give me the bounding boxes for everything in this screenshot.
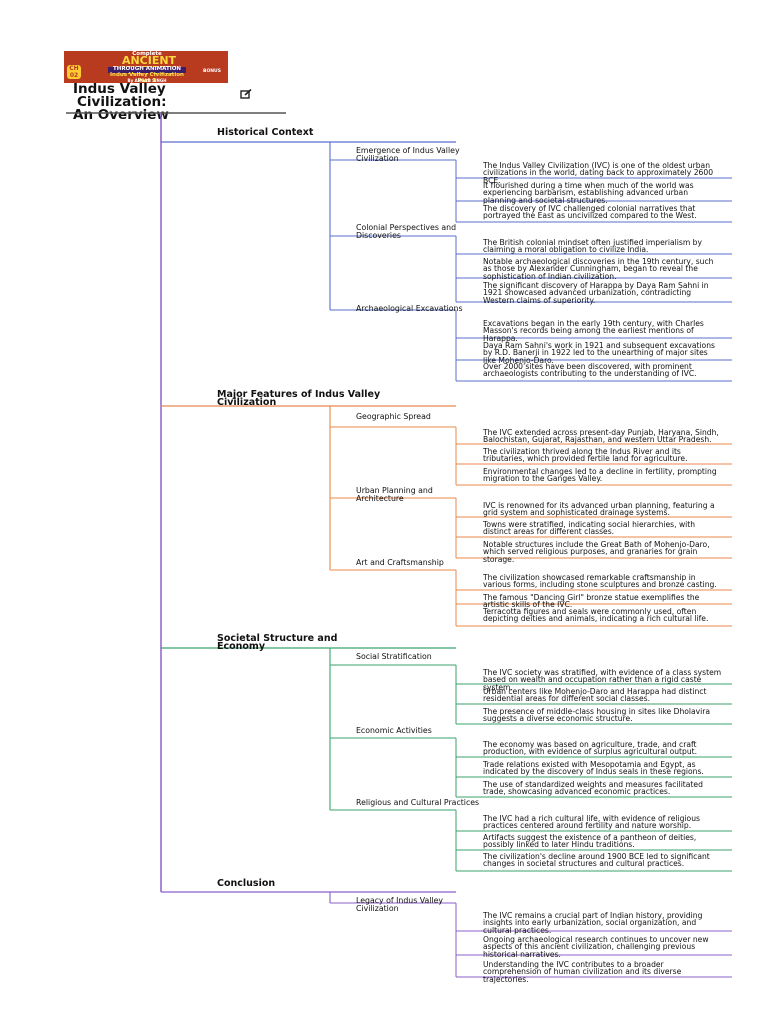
- leaf-note: The presence of middle-class housing in …: [483, 708, 723, 723]
- leaf-note: Over 2000 sites have been discovered, wi…: [483, 363, 723, 378]
- section-title: Conclusion: [217, 880, 387, 888]
- leaf-note: The significant discovery of Harappa by …: [483, 282, 723, 304]
- leaf-note: The civilization's decline around 1900 B…: [483, 853, 723, 868]
- sub-topic-title: Geographic Spread: [356, 413, 481, 421]
- section-title: Societal Structure and Economy: [217, 635, 387, 651]
- leaf-note: It flourished during a time when much of…: [483, 182, 723, 204]
- sub-topic-title: Social Stratification: [356, 653, 481, 661]
- section-title: Major Features of Indus Valley Civilizat…: [217, 391, 387, 407]
- leaf-note: The civilization thrived along the Indus…: [483, 448, 723, 463]
- leaf-note: The discovery of IVC challenged colonial…: [483, 205, 723, 220]
- leaf-note: The IVC had a rich cultural life, with e…: [483, 815, 723, 830]
- leaf-note: Notable archaeological discoveries in th…: [483, 258, 723, 280]
- leaf-note: Notable structures include the Great Bat…: [483, 541, 723, 563]
- sub-topic-title: Economic Activities: [356, 727, 481, 735]
- leaf-note: Excavations began in the early 19th cent…: [483, 320, 723, 342]
- leaf-note: The British colonial mindset often justi…: [483, 239, 723, 254]
- leaf-note: The IVC remains a crucial part of Indian…: [483, 912, 723, 934]
- sub-topic-title: Legacy of Indus Valley Civilization: [356, 897, 481, 912]
- leaf-note: The civilization showcased remarkable cr…: [483, 574, 723, 589]
- leaf-note: The economy was based on agriculture, tr…: [483, 741, 723, 756]
- leaf-note: Trade relations existed with Mesopotamia…: [483, 761, 723, 776]
- leaf-note: The use of standardized weights and meas…: [483, 781, 723, 796]
- leaf-note: Urban centers like Mohenjo-Daro and Hara…: [483, 688, 723, 703]
- leaf-note: Daya Ram Sahni's work in 1921 and subseq…: [483, 342, 723, 364]
- section-title: Historical Context: [217, 129, 387, 137]
- sub-topic-title: Emergence of Indus Valley Civilization: [356, 147, 481, 162]
- sub-topic-title: Urban Planning and Architecture: [356, 487, 481, 502]
- leaf-note: The IVC extended across present-day Punj…: [483, 429, 723, 444]
- leaf-note: Ongoing archaeological research continue…: [483, 936, 723, 958]
- leaf-note: Understanding the IVC contributes to a b…: [483, 961, 723, 983]
- leaf-note: Environmental changes led to a decline i…: [483, 468, 723, 483]
- sub-topic-title: Religious and Cultural Practices: [356, 799, 481, 807]
- leaf-note: Artifacts suggest the existence of a pan…: [483, 834, 723, 849]
- leaf-note: IVC is renowned for its advanced urban p…: [483, 502, 723, 517]
- leaf-note: Towns were stratified, indicating social…: [483, 521, 723, 536]
- sub-topic-title: Colonial Perspectives and Discoveries: [356, 224, 481, 239]
- sub-topic-title: Art and Craftsmanship: [356, 559, 481, 567]
- leaf-note: Terracotta figures and seals were common…: [483, 608, 723, 623]
- sub-topic-title: Archaeological Excavations: [356, 305, 481, 313]
